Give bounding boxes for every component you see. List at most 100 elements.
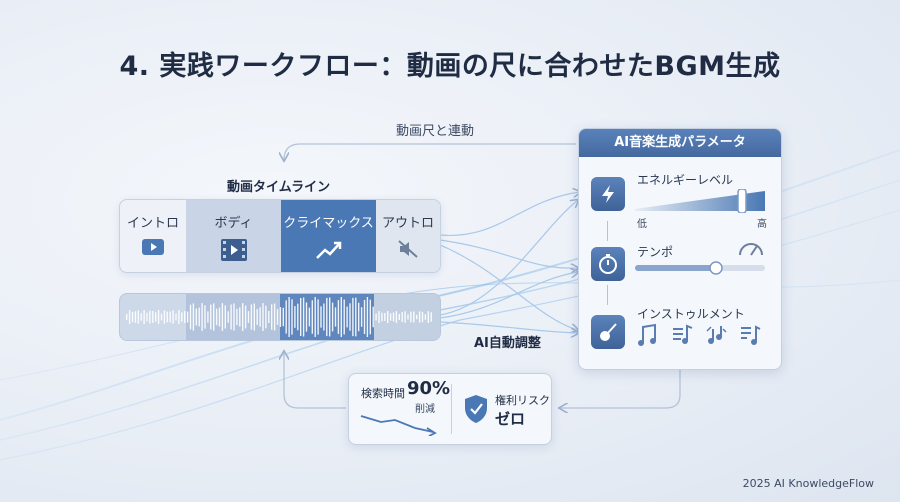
waveform-bar <box>372 306 374 328</box>
waveform-bar <box>172 310 174 324</box>
waveform-bar <box>210 304 212 330</box>
waveform-bar <box>311 300 313 334</box>
waveform-bar <box>247 311 250 323</box>
waveform-bar <box>398 313 400 321</box>
waveform-bar <box>424 314 427 320</box>
waveform-bar <box>346 306 348 328</box>
search-time-value: 90% <box>407 378 451 399</box>
waveform-bar <box>314 297 316 337</box>
trend-up-icon <box>315 241 341 259</box>
waveform-bar <box>160 313 163 321</box>
waveform-bar <box>134 311 137 323</box>
waveform-bar <box>329 297 331 337</box>
segment-intro-label: イントロ <box>126 216 179 231</box>
ai-music-parameter-panel: AI音楽生成パラメータ エネルギーレベル 低 高 テンポ インストゥルメント <box>578 128 782 370</box>
waveform-bar <box>140 313 142 321</box>
waveform-bar <box>128 310 131 324</box>
guitar-icon <box>591 315 625 349</box>
instrument-note-icons <box>637 323 761 347</box>
music-list-icon[interactable] <box>671 323 693 347</box>
waveform-bar <box>363 299 366 335</box>
results-divider <box>451 384 452 434</box>
waveform-bar <box>294 306 296 328</box>
music-note-icon[interactable] <box>637 323 659 347</box>
waveform-bar <box>126 314 128 320</box>
rights-risk-value: ゼロ <box>495 410 526 428</box>
waveform-bar <box>137 310 139 324</box>
timeline-heading: 動画タイムライン <box>227 180 331 195</box>
waveform-bar <box>244 305 247 329</box>
waveform-bar <box>155 312 157 322</box>
energy-param-name: エネルギーレベル <box>637 173 734 187</box>
waveform-bar <box>213 303 215 331</box>
waveform-bar <box>282 307 284 327</box>
waveform-bar <box>427 311 429 323</box>
waveform-bar <box>218 307 221 327</box>
waveform-bar <box>201 303 203 331</box>
waveform-bar <box>175 313 177 321</box>
waveform-bar <box>169 311 171 323</box>
waveform-bar <box>384 313 386 321</box>
gauge-icon <box>739 243 763 256</box>
waveform-bar <box>331 302 334 332</box>
segment-outro[interactable]: アウトロ <box>376 200 440 272</box>
waveform-bar <box>421 311 424 323</box>
energy-low-label: 低 <box>637 219 647 230</box>
waveform-bar <box>381 312 383 322</box>
waveform-bar <box>389 313 392 321</box>
page-title: 4. 実践ワークフロー：動画の尺に合わせたBGM生成 <box>119 51 781 82</box>
waveform-bar <box>285 300 287 334</box>
energy-slider[interactable] <box>635 189 767 213</box>
energy-icon <box>591 177 625 211</box>
segment-climax[interactable]: クライマックス <box>281 200 376 272</box>
video-timeline: イントロ ボディ クライマックス アウトロ <box>119 199 441 273</box>
waveform-bar <box>236 308 238 326</box>
waveform-bar <box>204 305 206 329</box>
waveform-bar <box>404 311 406 323</box>
waveform-bar <box>392 312 395 322</box>
waveform-bar <box>387 311 389 323</box>
waveform-bar <box>430 312 432 322</box>
waveform-bar <box>195 308 197 326</box>
tempo-slider[interactable] <box>635 261 767 275</box>
waveform-bar <box>317 299 319 335</box>
waveform-bar <box>352 297 354 337</box>
waveform-bar <box>152 310 154 324</box>
waveform-bar <box>166 311 168 323</box>
waveform-bar <box>163 310 166 324</box>
waveform-bar <box>189 304 192 330</box>
waveform-bar <box>221 303 224 331</box>
stopwatch-icon <box>591 247 625 281</box>
music-notes-icon[interactable] <box>705 323 727 347</box>
waveform-bar <box>273 303 276 331</box>
music-playlist-icon[interactable] <box>739 323 761 347</box>
waveform-bar <box>378 311 380 323</box>
shield-check-icon <box>465 395 487 423</box>
waveform-bar <box>395 311 398 323</box>
search-time-suffix: 削減 <box>415 404 435 415</box>
waveform-bar <box>192 303 195 331</box>
play-button-icon <box>142 239 164 255</box>
waveform-bar <box>271 304 273 330</box>
waveform-bar <box>233 303 235 331</box>
waveform-bar <box>207 311 209 323</box>
waveform-bar <box>157 310 160 324</box>
waveform-bar <box>242 303 244 331</box>
waveform-bar <box>227 311 229 323</box>
waveform-bar <box>239 307 241 327</box>
mute-speaker-icon <box>398 240 418 258</box>
segment-intro[interactable]: イントロ <box>120 200 186 272</box>
instrument-param-name: インストゥルメント <box>637 307 745 321</box>
waveform-bar <box>181 312 183 322</box>
rights-risk-label: 権利リスク <box>495 394 550 407</box>
waveform-bar <box>149 310 151 324</box>
segment-body[interactable]: ボディ <box>186 200 281 272</box>
waveform-bar <box>366 297 369 337</box>
waveform-bar <box>262 303 264 331</box>
waveform-bar <box>297 303 299 331</box>
connector-line <box>607 221 608 241</box>
waveform-bar <box>146 312 148 322</box>
waveform-bar <box>401 312 403 322</box>
waveform-bar <box>302 297 305 337</box>
waveform-bar <box>276 309 279 325</box>
